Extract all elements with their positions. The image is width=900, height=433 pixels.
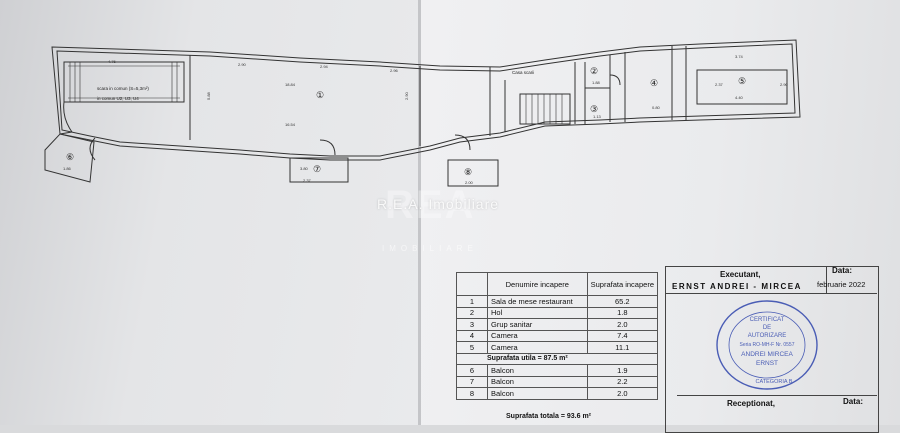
svg-text:3.74: 3.74 <box>735 54 744 59</box>
svg-text:1.86: 1.86 <box>63 166 72 171</box>
svg-text:2.90: 2.90 <box>404 91 409 100</box>
table-row: 1 Sala de mese restaurant 65.2 <box>456 295 659 308</box>
table-row: 6 Balcon 1.9 <box>456 364 659 377</box>
useful-area-row: Suprafata utila = 87.5 m² <box>456 352 658 365</box>
room-7-marker: ⑦ <box>313 164 321 174</box>
room-5-marker: ⑤ <box>738 76 746 86</box>
useful-area-label: Suprafata utila = 87.5 m² <box>456 352 658 365</box>
svg-text:2.37: 2.37 <box>303 178 312 183</box>
svg-text:4.40: 4.40 <box>735 95 744 100</box>
svg-text:CATEGORIA B: CATEGORIA B <box>756 379 793 385</box>
executant-header-cell <box>666 267 827 294</box>
watermark-text: R.E.A. Imobiliare <box>377 196 500 212</box>
total-area-label: Suprafata totala = 93.6 m² <box>506 413 592 420</box>
room-1-marker: ① <box>316 90 324 100</box>
svg-text:CERTIFICAT: CERTIFICAT <box>750 317 785 323</box>
date-header-cell <box>827 267 877 294</box>
stair-label: Casa scarii <box>512 70 534 75</box>
svg-text:1.88: 1.88 <box>592 80 601 85</box>
svg-text:16.54: 16.54 <box>285 122 296 127</box>
table-row: 7 Balcon 2.2 <box>456 375 659 388</box>
room-2-marker: ② <box>590 66 598 76</box>
svg-text:DE: DE <box>763 325 771 331</box>
floor-plan: 4.76 2.90 2.94 2.96 18.84 16.54 5.88 2.9… <box>44 39 801 187</box>
watermark-sub: IMOBILIARE <box>382 244 478 253</box>
svg-text:2.00: 2.00 <box>465 180 474 185</box>
receptionat-label: Receptionat, <box>727 399 776 408</box>
svg-text:ERNST: ERNST <box>756 360 778 367</box>
date-value: februarie 2022 <box>817 280 866 289</box>
room-6-marker: ⑥ <box>66 152 74 162</box>
svg-text:2.96: 2.96 <box>390 68 399 73</box>
table-row: 8 Balcon 2.0 <box>456 387 659 400</box>
header-name: Denumire incapere <box>487 272 588 296</box>
svg-text:AUTORIZARE: AUTORIZARE <box>748 333 787 339</box>
paper-fold <box>418 0 421 425</box>
svg-text:1.13: 1.13 <box>593 114 602 119</box>
table-row: 2 Hol 1.8 <box>456 306 659 319</box>
table-row: 4 Camera 7.4 <box>456 329 659 342</box>
stair-note-1: scara in comun (S=5,3m²) <box>97 86 149 91</box>
svg-text:3.80: 3.80 <box>300 166 309 171</box>
executant-name: ERNST ANDREI - MIRCEA <box>672 282 802 291</box>
table-row: 5 Camera 11.1 <box>456 341 659 354</box>
receptionat-row <box>677 395 877 426</box>
plan-dim: 4.76 <box>108 59 117 64</box>
header-area: Suprafata incapere <box>586 272 659 296</box>
watermark-logo: REA <box>385 183 476 227</box>
svg-text:5.88: 5.88 <box>206 91 211 100</box>
svg-text:2.37: 2.37 <box>715 82 724 87</box>
executant-label: Executant, <box>720 270 761 279</box>
room-8-marker: ⑧ <box>464 167 472 177</box>
svg-text:2.90: 2.90 <box>238 62 247 67</box>
rooms-table: Denumire incapere Suprafata incapere 1 S… <box>456 272 659 400</box>
table-row: 3 Grup sanitar 2.0 <box>456 318 659 331</box>
svg-text:2.94: 2.94 <box>320 64 329 69</box>
svg-text:ANDREI MIRCEA: ANDREI MIRCEA <box>741 351 793 358</box>
room-4-marker: ④ <box>650 78 658 88</box>
svg-text:0.80: 0.80 <box>652 105 661 110</box>
room-3-marker: ③ <box>590 104 598 114</box>
svg-text:2.90: 2.90 <box>780 82 789 87</box>
date-label: Data: <box>832 266 853 275</box>
receptionat-date-label: Data: <box>843 397 864 406</box>
svg-text:18.84: 18.84 <box>285 82 296 87</box>
svg-text:Seria RO-MH-F Nr. 0557: Seria RO-MH-F Nr. 0557 <box>739 342 794 348</box>
table-header-row: Denumire incapere Suprafata incapere <box>456 272 659 296</box>
stair-note-2: in comun U2, U3, U4 <box>97 96 139 101</box>
authorization-stamp: CERTIFICAT DE AUTORIZARE Seria RO-MH-F N… <box>716 300 818 390</box>
